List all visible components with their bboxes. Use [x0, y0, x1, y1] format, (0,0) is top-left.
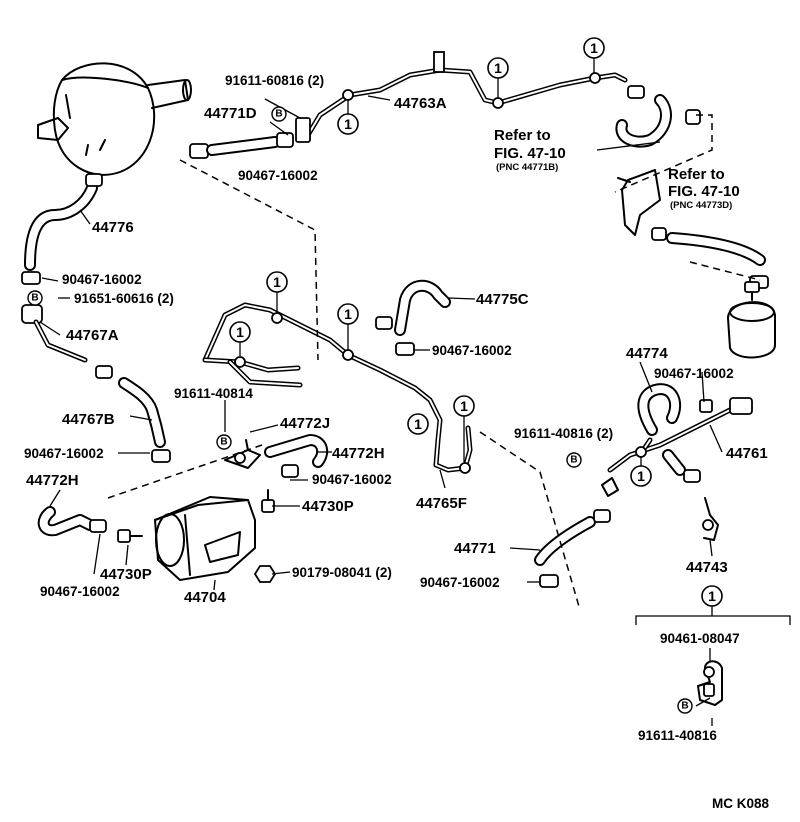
valve-44767A: [21, 304, 113, 379]
pipe-44763A: [295, 51, 628, 143]
label-44767B: 44767B: [62, 411, 115, 428]
label-44743: 44743: [686, 559, 728, 576]
label-refer-2b: FIG. 47-10: [668, 183, 740, 200]
svg-text:1: 1: [708, 588, 716, 604]
pipe-44765F: [202, 302, 473, 474]
hose-44771D: [189, 132, 294, 159]
label-refer-1b: FIG. 47-10: [494, 145, 566, 162]
svg-text:B: B: [220, 437, 227, 448]
label-90179: 90179-08041 (2): [292, 565, 392, 580]
svg-text:1: 1: [637, 468, 645, 484]
svg-text:1: 1: [414, 416, 422, 432]
vacuum-tank: [727, 281, 776, 359]
svg-text:B: B: [31, 293, 38, 304]
label-refer-2a: Refer to: [668, 166, 725, 183]
hose-44775C: [375, 279, 451, 356]
label-90467-left2: 90467-16002: [24, 446, 104, 461]
hose-44776: [24, 173, 103, 271]
bolt-b-marker: B: [27, 290, 43, 306]
label-90467-left1: 90467-16002: [62, 272, 142, 287]
svg-text:1: 1: [460, 398, 468, 414]
label-44761: 44761: [726, 445, 768, 462]
label-91611-40816: 91611-40816: [638, 728, 717, 743]
label-91651: 91651-60616 (2): [74, 291, 174, 306]
hose-refer-47-10: [615, 85, 701, 148]
canister-44704: [154, 496, 256, 581]
hose-44774: [637, 383, 701, 483]
ref-marker-1: 1: [337, 303, 359, 350]
ref-marker-1: 1: [337, 100, 359, 135]
ref-marker-1: 1: [701, 585, 723, 607]
label-44774: 44774: [626, 345, 668, 362]
label-44776: 44776: [92, 219, 134, 236]
bolt-b-marker: B: [216, 434, 232, 450]
label-44771D: 44771D: [204, 105, 257, 122]
svg-text:1: 1: [494, 60, 502, 76]
tee-44772J: [224, 439, 261, 469]
leader-lines: [39, 95, 723, 726]
label-44772H-b: 44772H: [332, 445, 385, 462]
pipe-44761: [601, 397, 753, 497]
label-refer-1a: Refer to: [494, 127, 551, 144]
svg-text:B: B: [275, 109, 282, 120]
bolt-b-marker: B: [271, 106, 287, 122]
label-90461: 90461-08047: [660, 631, 740, 646]
ref-marker-1: 1: [630, 456, 652, 487]
label-90467-mid: 90467-16002: [432, 343, 512, 358]
bolt-b-marker: B: [677, 698, 693, 714]
label-44772H-a: 44772H: [26, 472, 79, 489]
hose-44767B: [118, 377, 171, 463]
svg-text:1: 1: [344, 116, 352, 132]
label-90467-bl: 90467-16002: [40, 584, 120, 599]
ref-marker-1: 1: [453, 395, 475, 462]
label-44704: 44704: [184, 589, 226, 606]
svg-text:B: B: [681, 701, 688, 712]
label-90467-center: 90467-16002: [312, 472, 392, 487]
svg-text:1: 1: [236, 324, 244, 340]
svg-text:B: B: [570, 455, 577, 466]
nut-90179: [253, 565, 277, 583]
label-91611-40814: 91611-40814: [174, 386, 253, 401]
svg-text:1: 1: [590, 40, 598, 56]
label-91611-60816: 91611-60816 (2): [225, 73, 324, 88]
valve-44743: [702, 497, 719, 541]
label-44730P-b: 44730P: [100, 566, 152, 583]
ref-marker-1: 1: [266, 271, 288, 312]
detail-bracket: [635, 605, 791, 625]
hose-44771: [534, 509, 611, 588]
label-refer-1c: (PNC 44771B): [496, 162, 558, 173]
clamp-90467-left1: [21, 271, 41, 285]
label-90467-bc: 90467-16002: [420, 575, 500, 590]
label-44763A: 44763A: [394, 95, 447, 112]
label-91611-40816-2: 91611-40816 (2): [514, 426, 613, 441]
dashed-guides: [107, 114, 761, 611]
label-refer-2c: (PNC 44773D): [670, 200, 732, 211]
label-44772J: 44772J: [280, 415, 330, 432]
ref-marker-1: 1: [407, 413, 429, 435]
detail-clamp: [697, 660, 723, 706]
hose-44772H-upper: [264, 434, 329, 478]
label-44775C: 44775C: [476, 291, 529, 308]
ref-marker-1: 1: [583, 37, 605, 74]
label-44730P-a: 44730P: [302, 498, 354, 515]
label-90467-right: 90467-16002: [654, 366, 734, 381]
ref-marker-1: 1: [229, 321, 251, 356]
brake-booster: [37, 62, 192, 176]
label-44771: 44771: [454, 540, 496, 557]
svg-text:1: 1: [273, 274, 281, 290]
diagram-code: MC K088: [712, 796, 770, 811]
label-44765F: 44765F: [416, 495, 467, 512]
label-44767A: 44767A: [66, 327, 119, 344]
svg-text:1: 1: [344, 306, 352, 322]
bolt-b-marker: B: [566, 452, 582, 468]
ref-marker-1: 1: [487, 57, 509, 98]
label-90467-top: 90467-16002: [238, 168, 318, 183]
bolt-44730P: [117, 489, 275, 543]
hose-44772H-lower: [37, 506, 107, 537]
